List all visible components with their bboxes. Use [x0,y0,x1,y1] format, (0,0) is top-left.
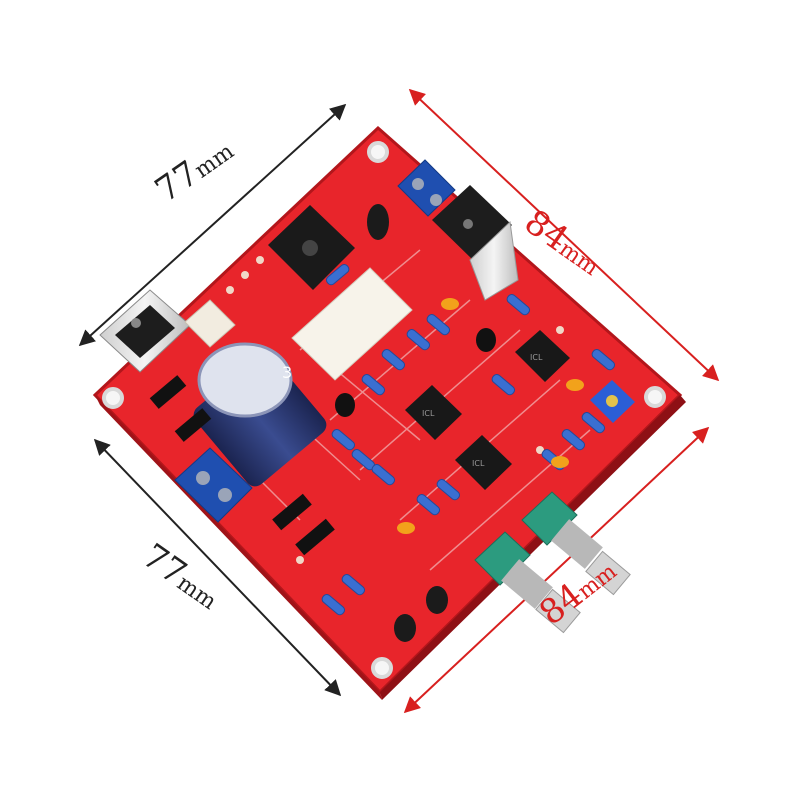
relay [291,267,413,381]
potentiometer-1 [474,531,581,634]
pcb-board [92,125,686,700]
transistors [335,328,496,417]
terminal-block-top [397,159,456,217]
white-connector [184,299,236,348]
dim-arrow-top-right [408,88,720,382]
ceramic-capacitors [397,298,584,534]
ic-chip-1: ICL [405,385,462,440]
ic-chip-3: ICL [515,330,570,382]
capacitor-value-text: 3 [282,363,292,382]
terminal-block-bottom [174,447,253,523]
dim-arrow-bottom-left [93,438,342,697]
ic-chip-2-label: ICL [472,459,485,468]
dim-arrow-top-left [78,103,347,347]
resistors [321,263,616,616]
ic-chip-3-label: ICL [530,353,543,362]
large-capacitor: 3 [193,342,327,487]
ic-chip-2: ICL [455,435,512,490]
trimmer-potentiometer [590,380,635,423]
potentiometer-2 [521,491,631,596]
regulator-right [432,185,519,301]
dim-arrow-bottom-right [403,426,710,714]
ic-chip-1-label: ICL [422,409,435,418]
small-capacitors [367,204,448,642]
bridge-rectifier [268,205,355,290]
diodes [149,375,335,556]
